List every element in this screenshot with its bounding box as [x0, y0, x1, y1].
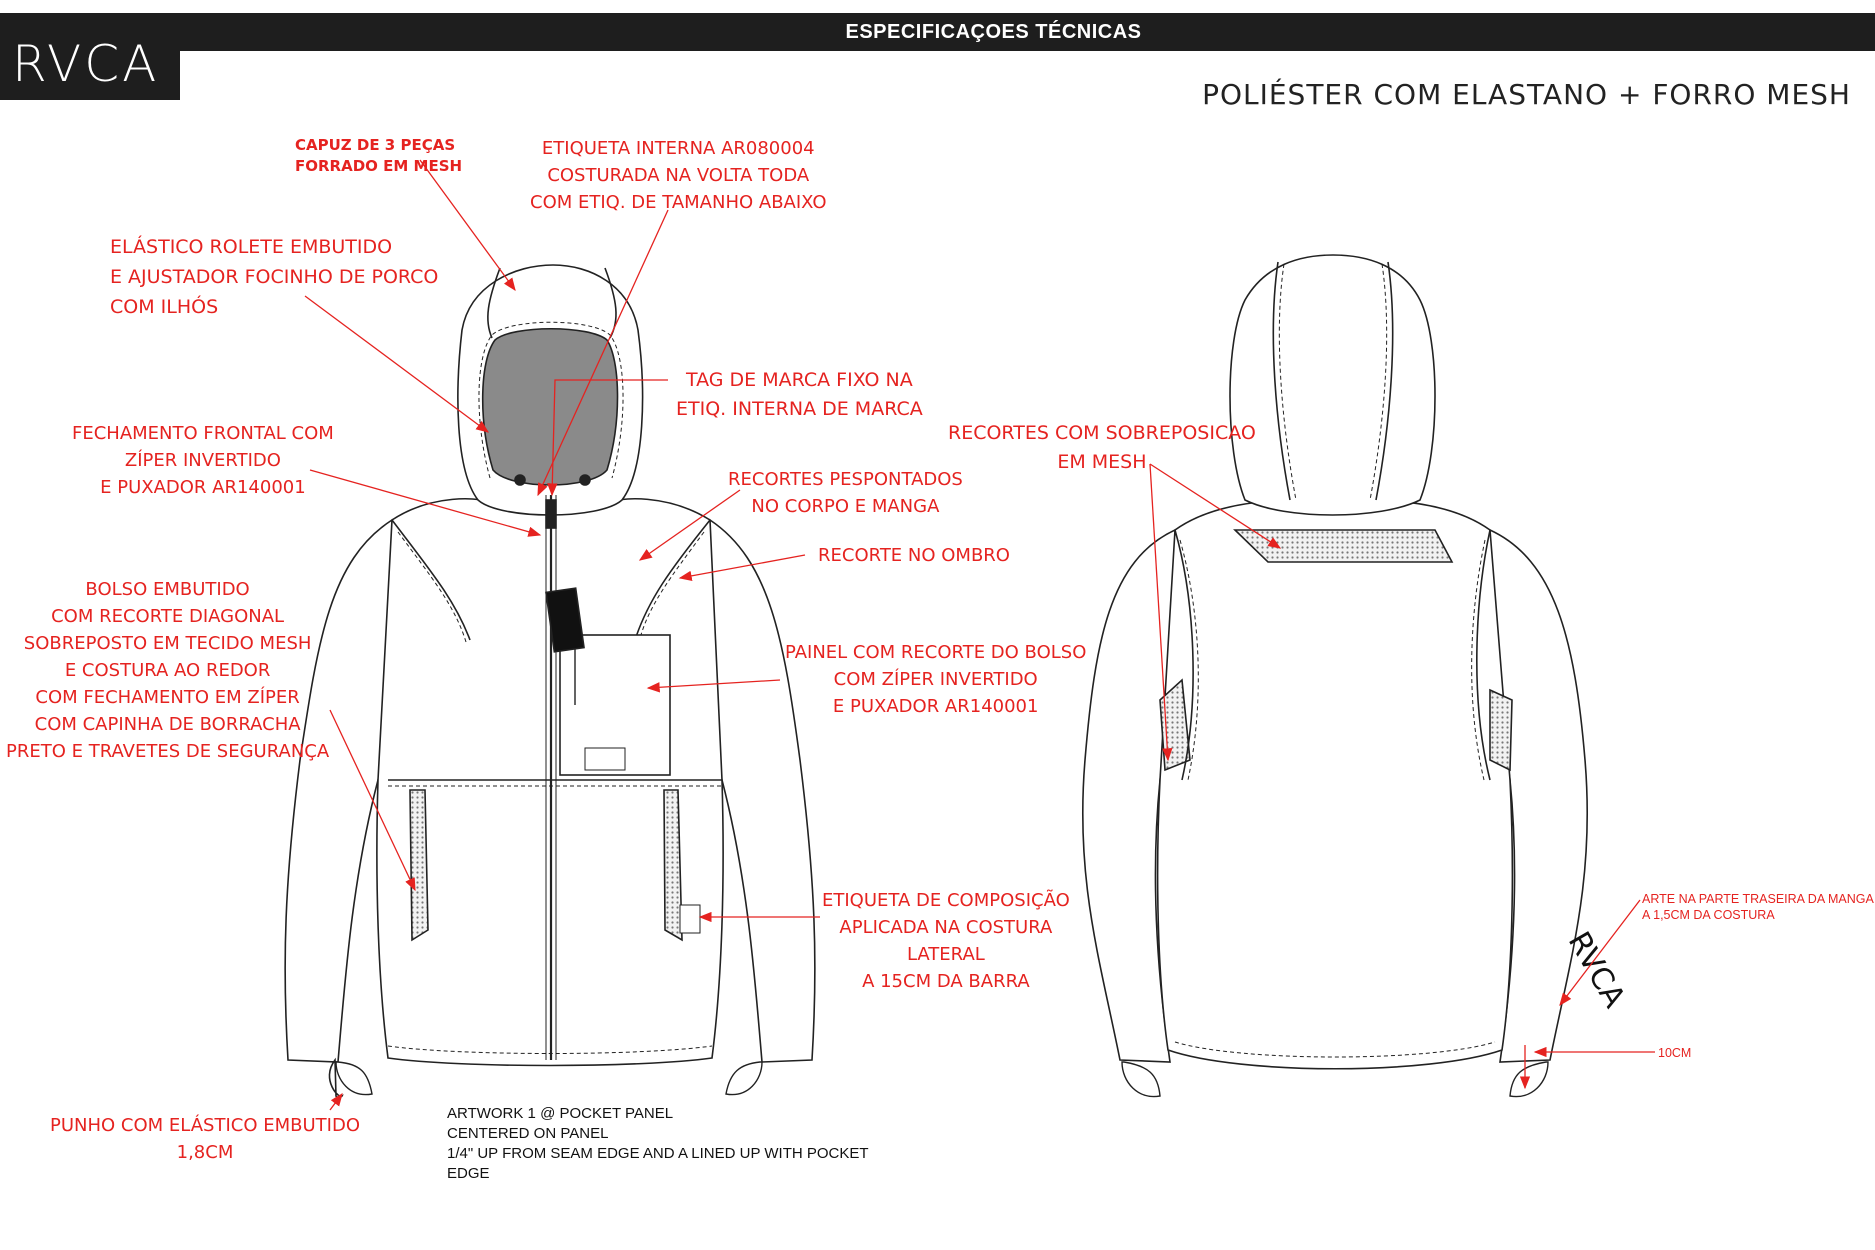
sleeve-artwork: RVCA [1561, 926, 1632, 1014]
annotation-sleeve-measure: 10CM [1658, 1046, 1692, 1060]
annotation-hood: CAPUZ DE 3 PEÇAS FORRADO EM MESH [295, 136, 463, 175]
annotation-shoulder: RECORTE NO OMBRO [818, 545, 1010, 566]
hang-tag [545, 587, 585, 653]
annotation-composition: ETIQUETA DE COMPOSIÇÃO APLICADA NA COSTU… [822, 890, 1070, 992]
fabric-subtitle: POLIÉSTER COM ELASTANO + FORRO MESH [1202, 78, 1851, 111]
artwork-note: ARTWORK 1 @ POCKET PANEL CENTERED ON PAN… [447, 1105, 869, 1182]
annotation-front-closure: FECHAMENTO FRONTAL COM ZÍPER INVERTIDO E… [72, 423, 334, 498]
back-hood [1229, 254, 1436, 516]
annotation-brand-tag: TAG DE MARCA FIXO NA ETIQ. INTERNA DE MA… [676, 369, 923, 420]
back-right-underarm-mesh [1489, 688, 1513, 772]
annotation-internal-label: ETIQUETA INTERNA AR080004 COSTURADA NA V… [530, 138, 827, 213]
header-bar: ESPECIFICAÇOES TÉCNICAS [0, 13, 1875, 51]
leader-lines [304, 159, 1655, 1111]
page-title: ESPECIFICAÇOES TÉCNICAS [845, 21, 1142, 43]
annotation-mesh-overlay: RECORTES COM SOBREPOSICAO EM MESH [948, 422, 1256, 473]
annotation-elastic: ELÁSTICO ROLETE EMBUTIDO E AJUSTADOR FOC… [110, 236, 439, 318]
left-pocket-mesh [409, 789, 429, 942]
annotation-topstitch: RECORTES PESPONTADOS NO CORPO E MANGA [728, 469, 963, 517]
annotation-pocket: BOLSO EMBUTIDO COM RECORTE DIAGONAL SOBR… [6, 579, 330, 762]
right-pocket-mesh [663, 789, 683, 942]
back-jacket-sketch: RVCA [1081, 254, 1632, 1098]
annotation-cuff: PUNHO COM ELÁSTICO EMBUTIDO 1,8CM [50, 1115, 360, 1163]
front-jacket-sketch [284, 264, 816, 1101]
annotation-panel: PAINEL COM RECORTE DO BOLSO COM ZÍPER IN… [785, 642, 1087, 717]
brand-logo: RVCA [0, 13, 180, 100]
back-yoke-mesh [1233, 529, 1454, 563]
back-body [1156, 499, 1514, 1070]
hood-lining [481, 327, 619, 486]
annotation-sleeve-art: ARTE NA PARTE TRASEIRA DA MANGA A 1,5CM … [1642, 892, 1874, 922]
brand-logo-text: RVCA [12, 35, 160, 93]
